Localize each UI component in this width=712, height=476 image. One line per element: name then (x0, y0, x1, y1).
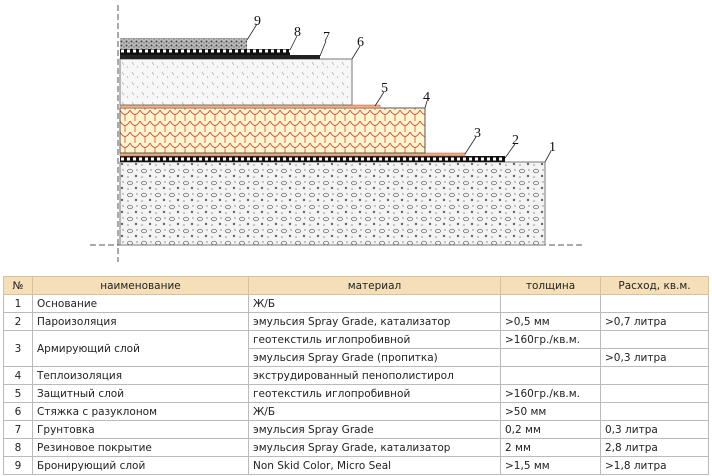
label-9: 9 (254, 14, 261, 29)
row-consumption: 2,8 литра (600, 438, 709, 457)
row-consumption (600, 366, 709, 385)
layer-7-primer (120, 55, 320, 59)
layer-1-base (119, 161, 546, 246)
layer-9-armor (120, 38, 247, 49)
row-name: Армирующий слой (32, 330, 249, 367)
row-number: 4 (3, 366, 33, 385)
row-number: 9 (3, 456, 33, 475)
row-thickness: >0,5 мм (500, 312, 601, 331)
row-material: геотекстиль иглопробивной (248, 330, 501, 349)
header-material: материал (248, 276, 501, 295)
header-thickness: толщина (500, 276, 601, 295)
header-name: наименование (32, 276, 249, 295)
row-thickness (500, 366, 601, 385)
row-number: 2 (3, 312, 33, 331)
row-consumption: 0,3 литра (600, 420, 709, 439)
row-thickness: 0,2 мм (500, 420, 601, 439)
row-name: Грунтовка (32, 420, 249, 439)
row-name: Пароизоляция (32, 312, 249, 331)
label-6: 6 (357, 35, 364, 50)
row-material: геотекстиль иглопробивной (248, 384, 501, 403)
row-number: 1 (3, 294, 33, 313)
layer-8-rubber (120, 49, 290, 55)
row-consumption (600, 384, 709, 403)
row-number: 5 (3, 384, 33, 403)
row-consumption (600, 294, 709, 313)
header-number: № (3, 276, 33, 295)
row-material: экструдированный пенополистирол (248, 366, 501, 385)
roof-layer-diagram: 9 8 7 6 5 4 3 2 1 (90, 5, 585, 262)
layer-4-insulation (119, 107, 426, 154)
row-number: 7 (3, 420, 33, 439)
label-3: 3 (474, 126, 481, 141)
row-consumption (600, 402, 709, 421)
row-number: 6 (3, 402, 33, 421)
row-material: Ж/Б (248, 294, 501, 313)
row-material: эмульсия Spray Grade (248, 420, 501, 439)
row-name: Теплоизоляция (32, 366, 249, 385)
label-5: 5 (381, 81, 388, 96)
row-consumption: >1,8 литра (600, 456, 709, 475)
table-header: № наименование материал толщина Расход, … (3, 276, 709, 295)
layers-table: № наименование материал толщина Расход, … (3, 276, 709, 475)
row-number: 8 (3, 438, 33, 457)
label-4: 4 (423, 90, 430, 105)
leader-lines (246, 23, 552, 163)
label-2: 2 (512, 133, 519, 148)
row-name: Защитный слой (32, 384, 249, 403)
label-1: 1 (549, 140, 556, 155)
row-material: эмульсия Spray Grade, катализатор (248, 438, 501, 457)
table-subrow: эмульсия Spray Grade (пропитка) >0,3 литр… (4, 348, 709, 367)
row-material: Non Skid Color, Micro Seal (248, 456, 501, 475)
row-name: Резиновое покрытие (32, 438, 249, 457)
row-thickness: >50 мм (500, 402, 601, 421)
row-thickness: >1,5 мм (500, 456, 601, 475)
row-material: эмульсия Spray Grade, катализатор (248, 312, 501, 331)
row-thickness (500, 294, 601, 313)
label-8: 8 (294, 25, 301, 40)
row-consumption (600, 330, 709, 349)
header-consumption: Расход, кв.м. (600, 276, 709, 295)
row-name: Бронирующий слой (32, 456, 249, 475)
row-number: 3 (3, 330, 33, 367)
row-thickness (500, 348, 601, 367)
row-consumption: >0,3 литра (600, 348, 709, 367)
row-consumption: >0,7 литра (600, 312, 709, 331)
row-material: эмульсия Spray Grade (пропитка) (248, 348, 501, 367)
row-material: Ж/Б (248, 402, 501, 421)
layer-6-screed (119, 58, 353, 106)
row-thickness: >160гр./кв.м. (500, 384, 601, 403)
row-name: Основание (32, 294, 249, 313)
row-name: Стяжка с разуклоном (32, 402, 249, 421)
row-thickness: >160гр./кв.м. (500, 330, 601, 349)
label-7: 7 (323, 30, 330, 45)
layer-2-vapor-barrier (120, 156, 505, 162)
row-thickness: 2 мм (500, 438, 601, 457)
